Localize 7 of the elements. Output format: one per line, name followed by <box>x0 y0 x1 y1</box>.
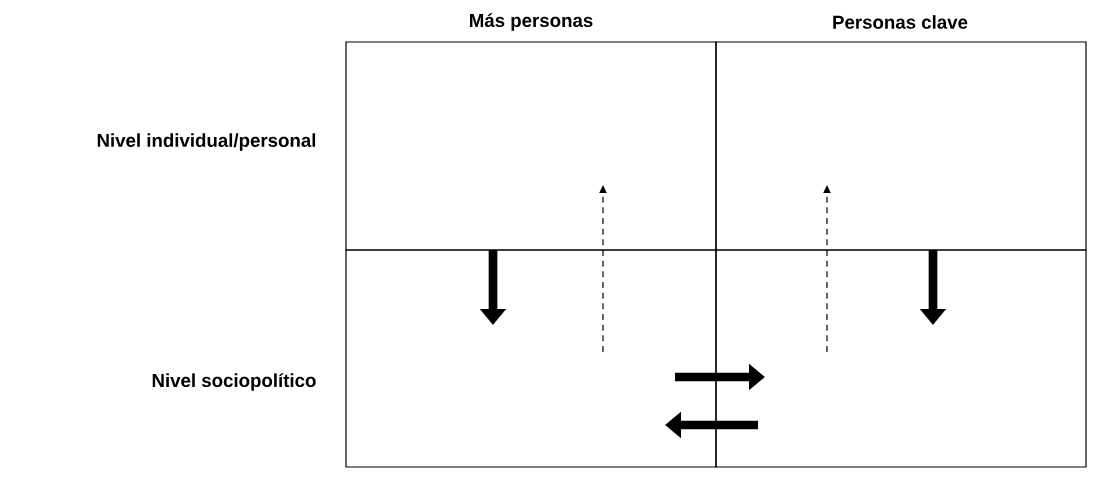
quadrant-box <box>715 249 1087 468</box>
quadrant-box <box>715 41 1087 251</box>
row-heading: Nivel individual/personal <box>97 133 316 151</box>
arrow <box>599 185 607 353</box>
quadrant-box <box>345 41 717 251</box>
quadrant-box <box>345 249 717 468</box>
arrow <box>823 185 831 353</box>
